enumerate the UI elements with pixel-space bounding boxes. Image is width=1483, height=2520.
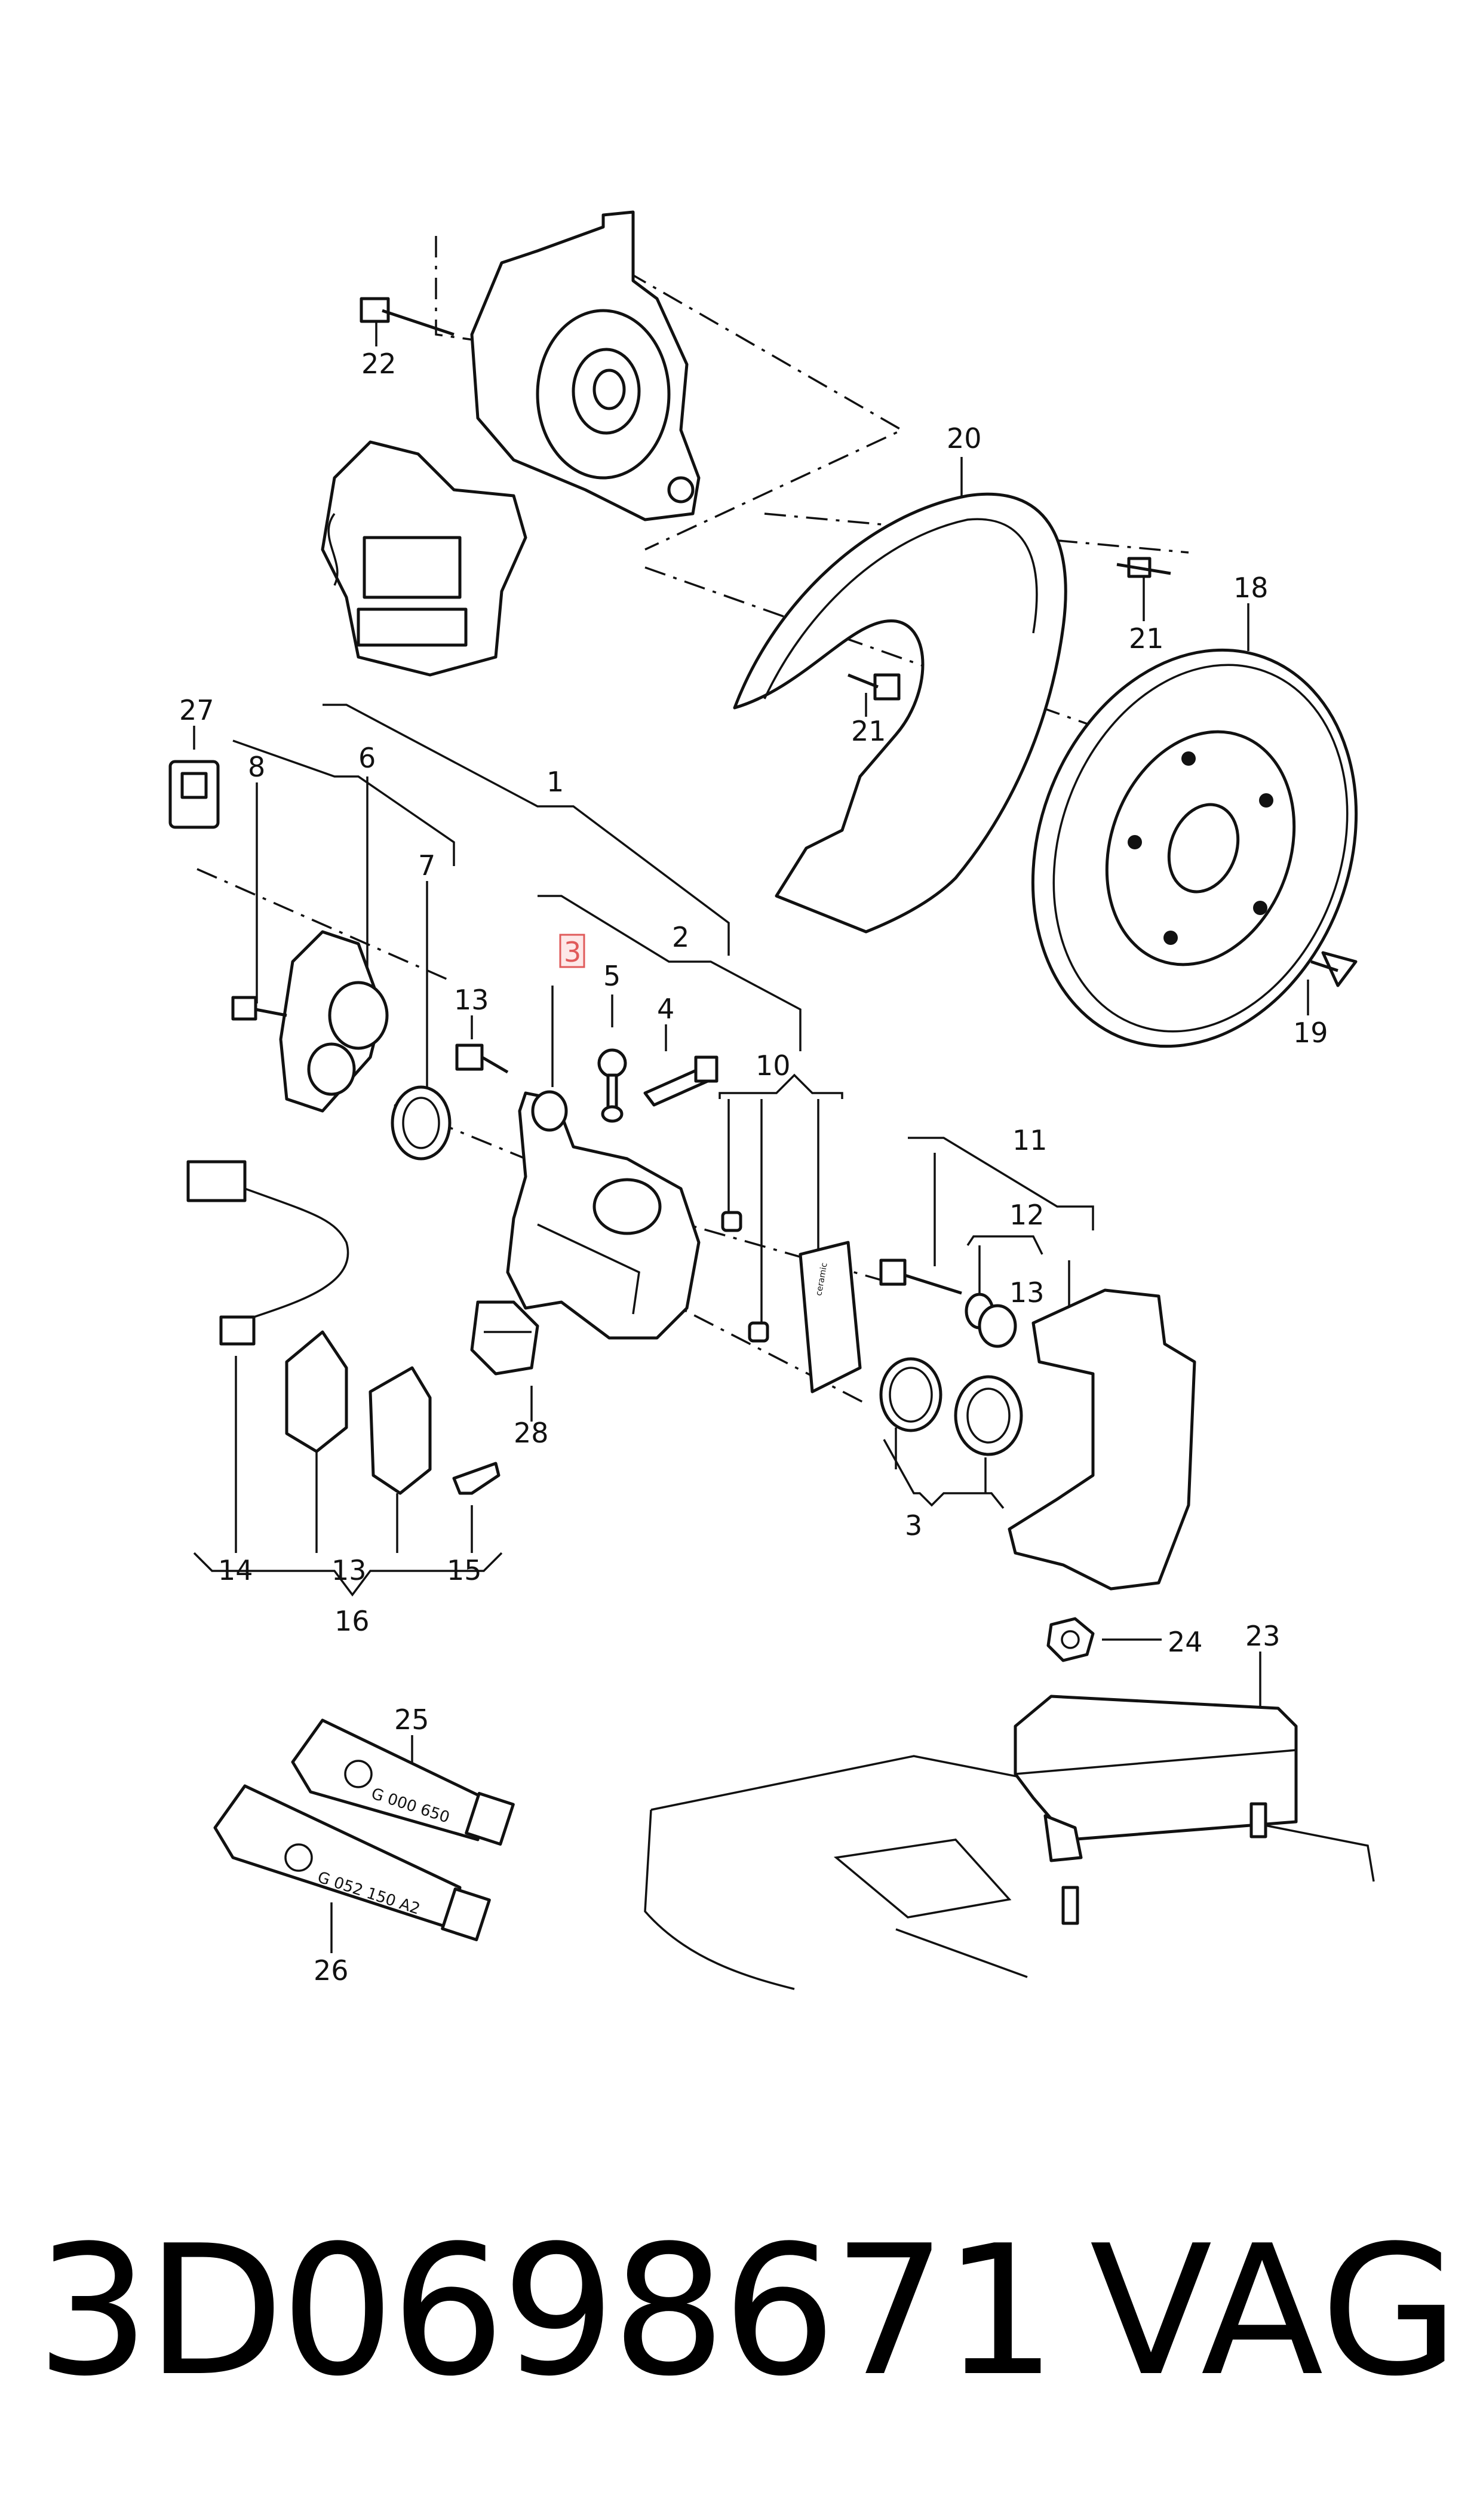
actuator-motor-6 <box>279 930 389 1113</box>
callout-26: 26 <box>314 1954 349 1987</box>
callout-7: 7 <box>418 849 435 882</box>
footer-banner: 3D0698671 VAG <box>0 2180 1483 2443</box>
callout-13: 13 <box>331 1554 367 1586</box>
callout-13: 13 <box>1009 1276 1045 1309</box>
callout-3: 3 <box>905 1509 922 1542</box>
o-ring-7 <box>391 1085 452 1161</box>
callout-25: 25 <box>394 1703 429 1736</box>
spring-12 <box>965 1293 1017 1348</box>
callout-2: 2 <box>672 921 689 953</box>
brake-pad-13b <box>369 1366 432 1495</box>
callout-6: 6 <box>358 742 376 774</box>
connector-27 <box>168 760 220 829</box>
cover-plate-10: ceramic <box>721 1211 862 1393</box>
callout-13: 13 <box>454 984 489 1016</box>
part-number: 3D0698671 <box>36 2207 1057 2415</box>
control-unit-23 <box>1014 1695 1298 1925</box>
callout-11: 11 <box>1012 1124 1048 1156</box>
carrier-bracket-11 <box>1008 1288 1196 1591</box>
screw-19 <box>1310 951 1358 987</box>
wear-sensor-14 <box>186 1160 349 1346</box>
callout-4: 4 <box>657 993 674 1025</box>
bolt-8 <box>231 996 287 1021</box>
bleeder-4 <box>643 1055 719 1107</box>
caliper-assembly <box>321 440 527 677</box>
callout-18: 18 <box>1233 572 1269 604</box>
callout-15: 15 <box>447 1554 482 1586</box>
callout-labels: 20 21 21 18 19 22 27 8 6 7 1 3 5 2 4 13 … <box>179 348 1328 1987</box>
brand-name: VAG <box>1089 2207 1459 2415</box>
callout-8: 8 <box>248 751 265 783</box>
clip-15 <box>452 1462 501 1495</box>
guide-bolt-11 <box>879 1259 962 1295</box>
brake-disc-18 <box>1031 648 1358 1048</box>
callout-16: 16 <box>334 1605 370 1637</box>
wheel-hub-knuckle <box>470 210 701 521</box>
callout-24: 24 <box>1168 1626 1203 1658</box>
callout-1: 1 <box>546 766 564 798</box>
callout-12: 12 <box>1009 1199 1045 1231</box>
leader-lines <box>193 311 1309 1953</box>
bolt-13-upper <box>455 1043 509 1074</box>
callout-3-highlight-box <box>559 934 585 968</box>
bolt-21-upper <box>1116 557 1171 578</box>
cap-5 <box>597 1048 627 1123</box>
spring-clip-28 <box>470 1300 539 1376</box>
exploded-parts-diagram: ceramic <box>168 210 1375 1990</box>
callout-10: 10 <box>756 1049 791 1082</box>
callout-21: 21 <box>851 715 886 747</box>
callout-22: 22 <box>361 348 397 380</box>
bolt-21-lower <box>848 673 901 701</box>
splash-shield-20 <box>733 492 1067 934</box>
callout-28: 28 <box>514 1417 549 1449</box>
seal-3 <box>879 1357 1023 1456</box>
callout-27: 27 <box>179 694 214 726</box>
callout-5: 5 <box>603 960 621 992</box>
caliper-housing-1 <box>506 1090 701 1340</box>
callout-20: 20 <box>947 422 982 455</box>
nut-24 <box>1046 1617 1095 1662</box>
callout-23: 23 <box>1245 1620 1281 1652</box>
tube-25: G 000 650 <box>291 1718 515 1846</box>
callout-14: 14 <box>218 1554 253 1586</box>
callout-3-highlighted: 3 <box>564 936 581 968</box>
brake-pad-13a <box>285 1330 348 1453</box>
callout-19: 19 <box>1293 1017 1328 1049</box>
bolt-22 <box>360 297 455 336</box>
callout-21: 21 <box>1129 622 1164 655</box>
